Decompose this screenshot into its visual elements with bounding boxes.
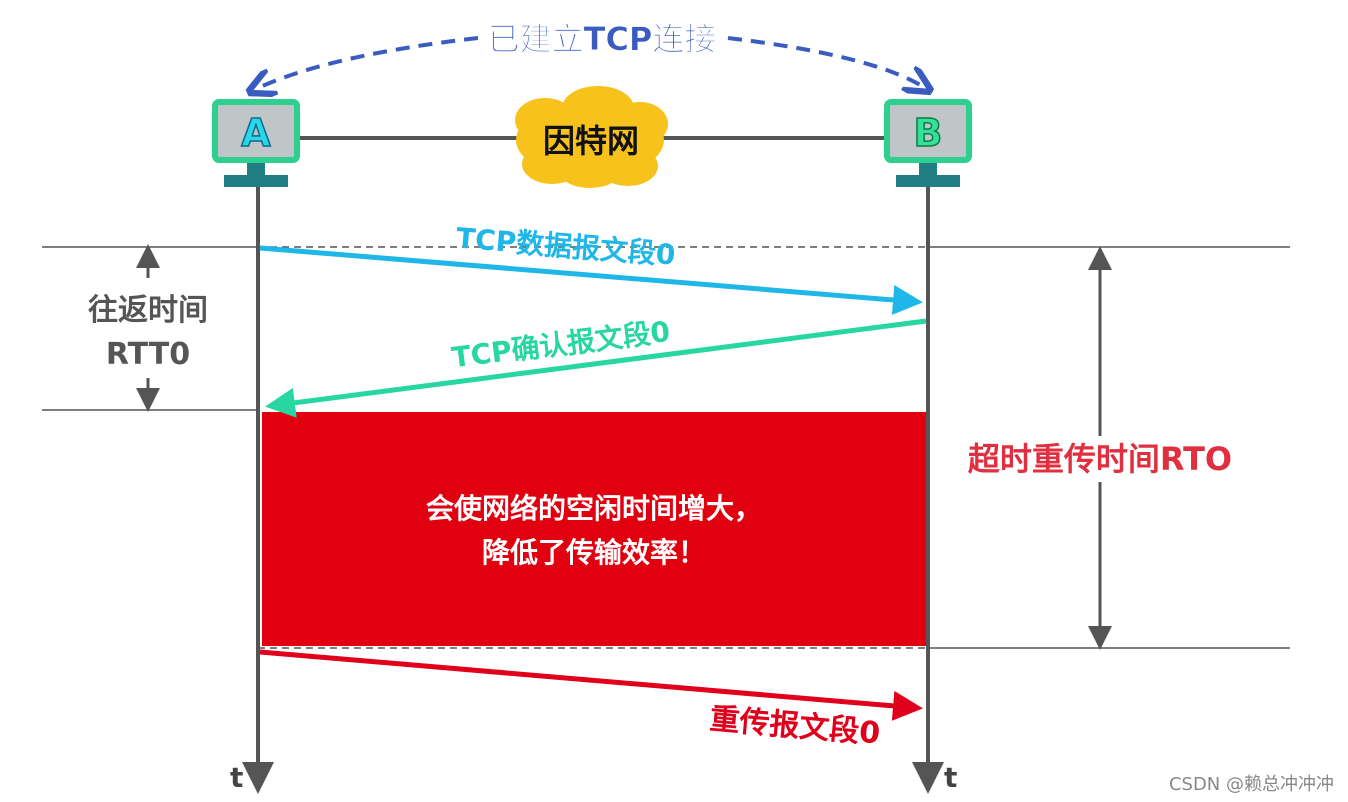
data-segment-label: TCP数据报文段0 bbox=[455, 221, 677, 271]
connection-title: 已建立TCP连接 bbox=[488, 20, 717, 58]
rto-label-bg bbox=[958, 436, 1242, 482]
idle-text-line1: 会使网络的空闲时间增大， bbox=[426, 492, 762, 525]
time-axis-label-b: t bbox=[944, 761, 957, 794]
retransmit-arrow bbox=[259, 649, 923, 721]
internet-cloud-icon bbox=[515, 86, 668, 188]
time-axis-label-a: t bbox=[230, 761, 243, 794]
connection-arc-left bbox=[258, 36, 479, 88]
idle-text-line2: 降低了传输效率！ bbox=[482, 536, 706, 569]
host-a-computer-icon bbox=[212, 99, 300, 187]
network-label: 因特网 bbox=[543, 122, 639, 160]
connection-arc-right bbox=[727, 36, 922, 86]
rtt-label-line1: 往返时间 bbox=[88, 293, 208, 328]
watermark: CSDN @赖总冲冲冲 bbox=[1169, 774, 1334, 795]
idle-time-box bbox=[262, 412, 926, 646]
rto-label: 超时重传时间RTO bbox=[968, 440, 1232, 478]
host-a-label: A bbox=[241, 111, 271, 155]
ack-segment-arrow bbox=[265, 318, 927, 418]
host-b-label: B bbox=[914, 111, 943, 155]
data-segment-arrow bbox=[259, 245, 923, 315]
host-b-computer-icon bbox=[884, 99, 972, 187]
retransmit-label: 重传报文段0 bbox=[708, 702, 881, 752]
rtt-label-line2: RTT0 bbox=[106, 337, 190, 372]
ack-segment-label: TCP确认报文段0 bbox=[450, 315, 672, 375]
